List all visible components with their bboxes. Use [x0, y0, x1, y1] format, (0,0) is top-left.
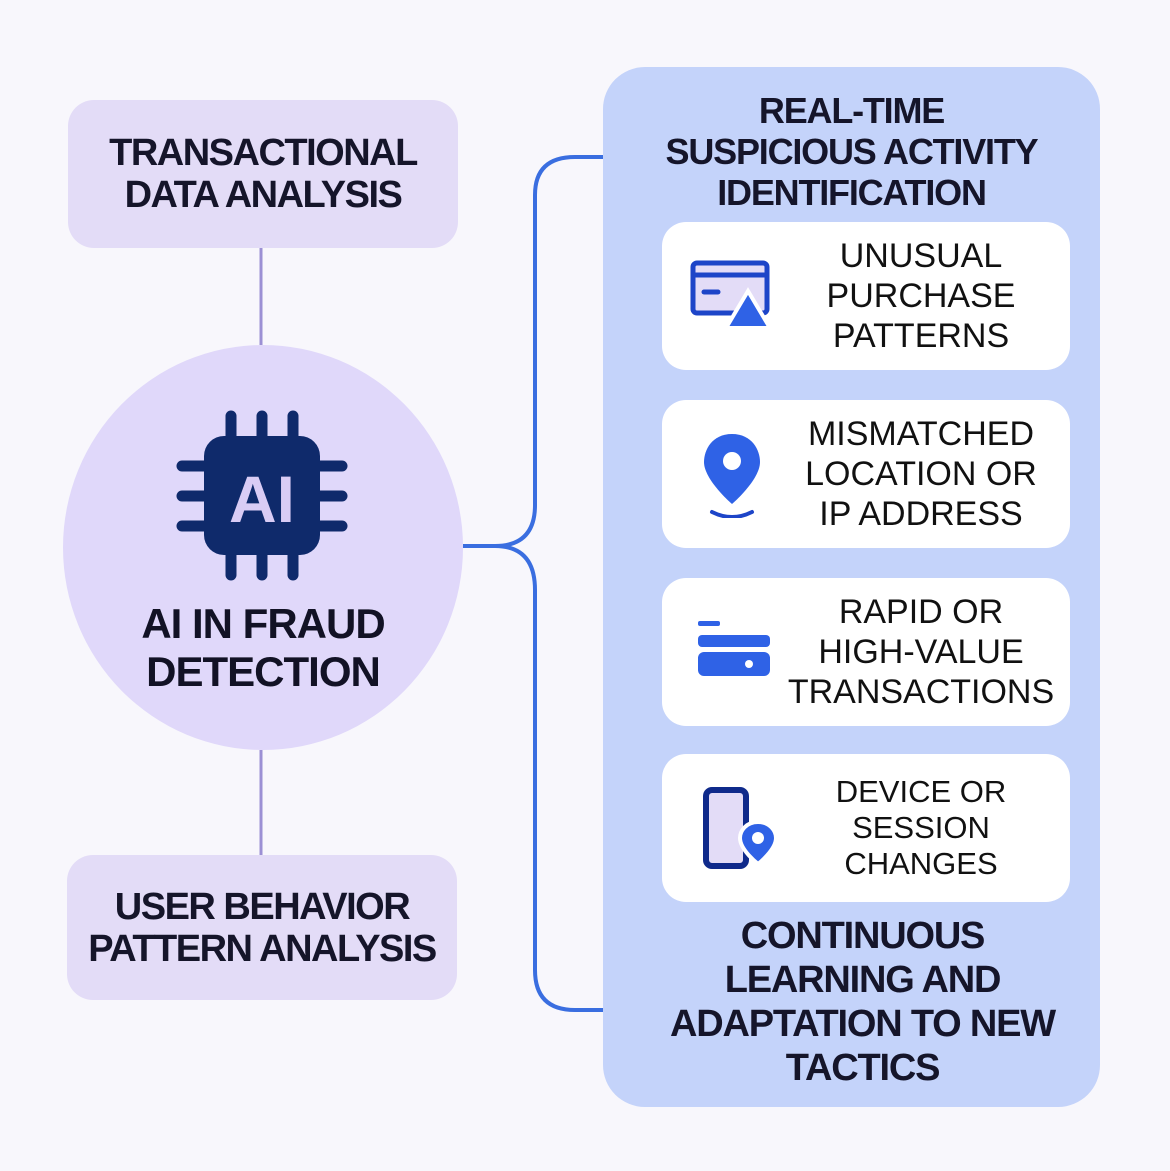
chip-label: AI	[229, 462, 295, 536]
footer-line: ADAPTATION TO NEW	[670, 1003, 1056, 1045]
card-line: TRANSACTIONS	[787, 673, 1055, 711]
ai-chip-icon: AI	[176, 410, 348, 581]
card-line: LOCATION OR	[805, 455, 1037, 493]
location-pin-icon	[704, 434, 760, 518]
box-line: TRANSACTIONAL	[109, 132, 418, 174]
card-line: SESSION	[852, 810, 990, 845]
fast-card-icon	[698, 621, 770, 676]
device-location-icon	[703, 787, 779, 869]
card-line: MISMATCHED	[807, 415, 1035, 453]
card-line: HIGH-VALUE	[818, 633, 1024, 671]
box-line: DATA ANALYSIS	[124, 174, 403, 216]
card-line: IP ADDRESS	[819, 495, 1023, 533]
panel-footer: CONTINUOUS LEARNING AND ADAPTATION TO NE…	[620, 914, 1105, 1090]
card-line: CHANGES	[844, 846, 998, 881]
center-title: AI IN FRAUD DETECTION	[63, 600, 463, 696]
header-line: SUSPICIOUS ACTIVITY	[665, 131, 1039, 172]
footer-line: LEARNING AND	[724, 959, 1002, 1001]
box-line: USER BEHAVIOR	[114, 885, 411, 928]
card-line: PURCHASE	[826, 277, 1016, 315]
title-line: AI IN FRAUD	[141, 600, 385, 647]
card-line: PATTERNS	[832, 317, 1010, 355]
header-line: REAL-TIME	[758, 90, 945, 131]
card-warning-icon	[690, 260, 772, 330]
box-line: PATTERN ANALYSIS	[88, 927, 437, 970]
card-line: DEVICE OR	[835, 774, 1007, 809]
card-line: UNUSUAL	[839, 237, 1003, 275]
card-line: RAPID OR	[838, 593, 1004, 631]
title-line: DETECTION	[146, 648, 381, 695]
footer-line: TACTICS	[785, 1047, 941, 1089]
header-line: IDENTIFICATION	[717, 172, 987, 213]
footer-line: CONTINUOUS	[740, 915, 986, 957]
panel-header: REAL-TIME SUSPICIOUS ACTIVITY IDENTIFICA…	[603, 90, 1100, 213]
